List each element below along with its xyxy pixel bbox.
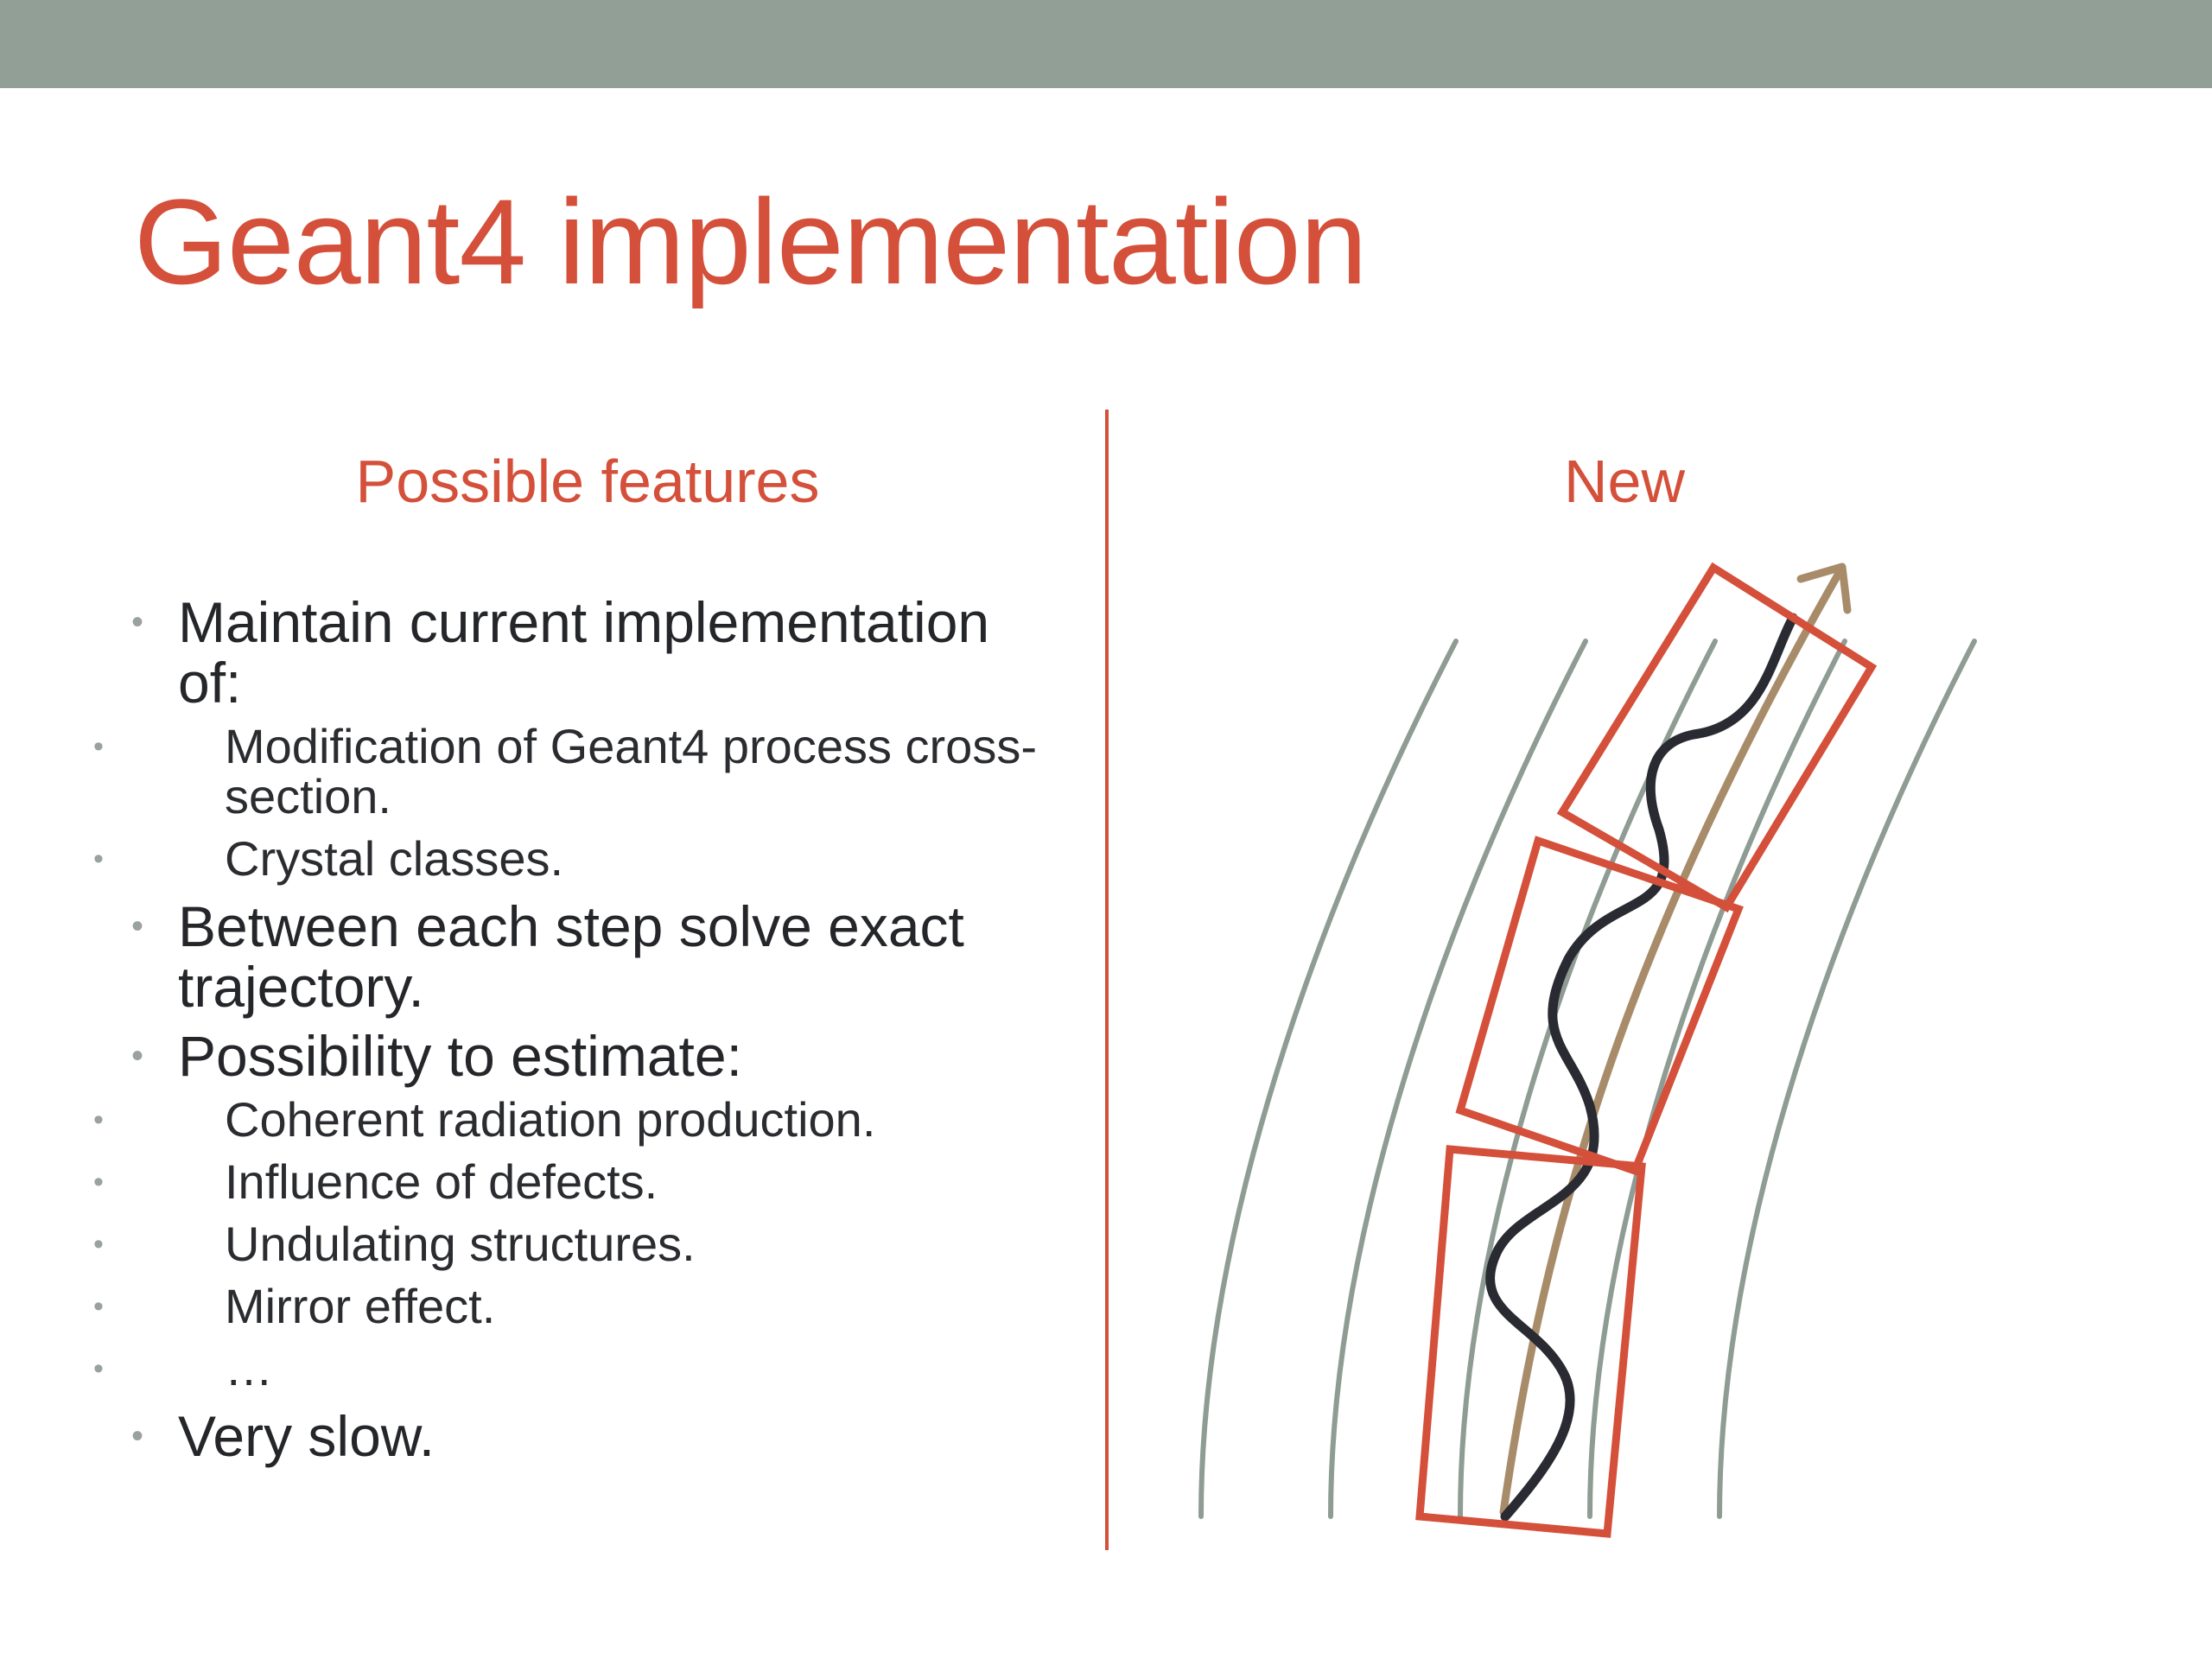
crystal-plane-line bbox=[1198, 639, 1459, 1519]
sub-feature-text: Modification of Geant4 process cross-sec… bbox=[225, 719, 1037, 823]
left-column-heading: Possible features bbox=[355, 448, 820, 515]
sub-feature-item: • Mirror effect. bbox=[93, 1279, 1065, 1333]
top-bar bbox=[0, 0, 2212, 88]
sub-list: • Modification of Geant4 process cross-s… bbox=[93, 721, 1065, 884]
sub-list: • Coherent radiation production. • Influ… bbox=[93, 1095, 1065, 1394]
feature-item: • Between each step solve exact trajecto… bbox=[131, 896, 1065, 1017]
bullet-icon: • bbox=[131, 603, 144, 641]
bullet-icon: • bbox=[131, 1417, 144, 1455]
feature-item: • Very slow. bbox=[131, 1406, 1065, 1466]
direction-arrow bbox=[1499, 563, 1852, 1516]
crystal-plane-line bbox=[1587, 639, 1847, 1519]
feature-list: • Maintain current implementation of: • … bbox=[93, 590, 1065, 1475]
sub-feature-item: • Modification of Geant4 process cross-s… bbox=[93, 719, 1065, 823]
sub-feature-item: • Influence of defects. bbox=[93, 1154, 1065, 1209]
sub-feature-text: Coherent radiation production. bbox=[225, 1092, 876, 1147]
crystal-channeling-diagram bbox=[1198, 562, 1977, 1538]
sub-feature-item: • … bbox=[93, 1341, 1065, 1395]
bullet-icon: • bbox=[93, 842, 104, 875]
bullet-icon: • bbox=[93, 1103, 104, 1136]
step-boxes bbox=[1415, 562, 1878, 1538]
feature-text: Maintain current implementation of: bbox=[178, 590, 990, 715]
feature-item: • Possibility to estimate: • Coherent ra… bbox=[93, 1024, 1065, 1394]
slide-title: Geant4 implementation bbox=[134, 174, 1368, 309]
feature-text: Very slow. bbox=[178, 1404, 435, 1468]
step-box bbox=[1556, 562, 1878, 913]
step-box bbox=[1455, 836, 1744, 1176]
sub-feature-item: • Undulating structures. bbox=[93, 1217, 1065, 1271]
particle-trajectory bbox=[1485, 613, 1798, 1522]
bullet-icon: • bbox=[131, 907, 144, 945]
direction-arrow-line bbox=[1499, 566, 1845, 1516]
arrow-head-icon bbox=[1796, 563, 1852, 614]
bullet-icon: • bbox=[93, 730, 104, 763]
sub-feature-text: Mirror effect. bbox=[225, 1279, 496, 1333]
sub-feature-text: Influence of defects. bbox=[225, 1154, 658, 1209]
bullet-icon: • bbox=[93, 1352, 104, 1385]
sub-feature-text: … bbox=[225, 1341, 273, 1395]
sub-feature-text: Crystal classes. bbox=[225, 831, 564, 886]
bullet-icon: • bbox=[93, 1290, 104, 1323]
feature-item: • Maintain current implementation of: • … bbox=[93, 590, 1065, 884]
right-column-heading: New bbox=[1563, 448, 1686, 515]
bullet-icon: • bbox=[131, 1037, 144, 1075]
feature-text: Between each step solve exact trajectory… bbox=[178, 894, 964, 1019]
bullet-icon: • bbox=[93, 1166, 104, 1198]
sub-feature-item: • Crystal classes. bbox=[93, 831, 1065, 886]
sub-feature-text: Undulating structures. bbox=[225, 1217, 696, 1271]
crystal-plane-line bbox=[1328, 639, 1588, 1519]
crystal-plane-line bbox=[1717, 639, 1977, 1519]
bullet-icon: • bbox=[93, 1228, 104, 1261]
sub-feature-item: • Coherent radiation production. bbox=[93, 1092, 1065, 1147]
feature-text: Possibility to estimate: bbox=[178, 1024, 742, 1088]
step-box bbox=[1415, 1145, 1646, 1538]
crystal-planes bbox=[1198, 639, 1977, 1519]
column-divider bbox=[1105, 410, 1109, 1550]
